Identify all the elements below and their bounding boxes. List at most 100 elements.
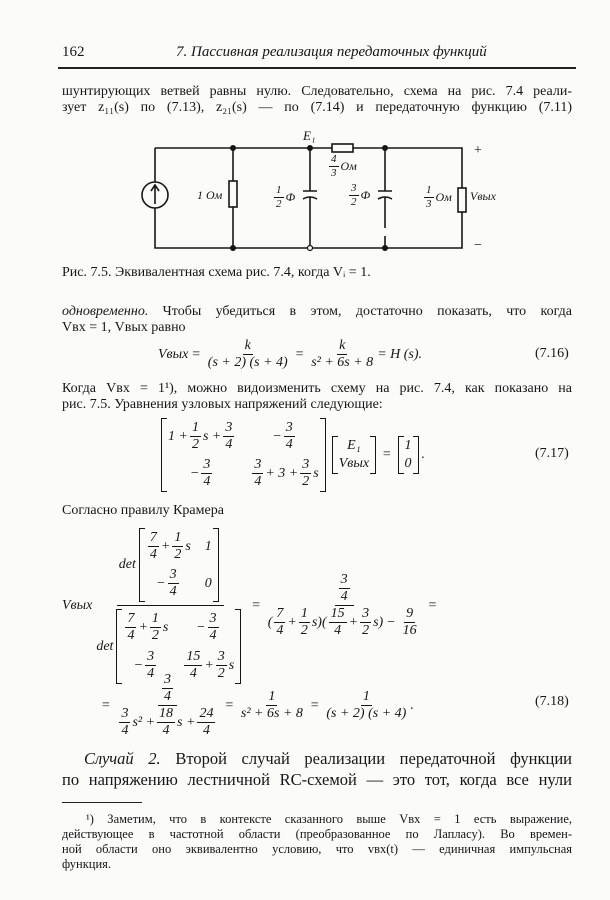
frac-den: 4 xyxy=(127,628,135,644)
shunt-resistor-label: 1 Ом xyxy=(197,188,223,202)
frac-den: 4 xyxy=(276,623,284,639)
paragraph2-line1: одновременно. Чтобы убедиться в этом, до… xyxy=(62,304,572,320)
op: = xyxy=(427,597,438,613)
t: 0 xyxy=(204,575,212,591)
frac-num: 3 xyxy=(145,649,157,666)
t: s xyxy=(228,657,235,673)
frac-den: 4 xyxy=(254,474,262,490)
op: = xyxy=(251,597,261,613)
circuit-nodes xyxy=(230,145,388,251)
equation-number: (7.17) xyxy=(535,446,569,461)
frac-num: 3 xyxy=(223,420,235,438)
frac-den: 4 xyxy=(169,584,177,600)
frac-den: 4 xyxy=(225,437,233,453)
paragraph1-line1: шунтирующих ветвей равны нулю. Следовате… xyxy=(62,84,572,99)
t: − xyxy=(189,466,200,481)
equation-number: (7.16) xyxy=(535,346,569,361)
t: 1 + xyxy=(168,428,188,444)
frac-den: s² + 6s + 8 xyxy=(240,706,303,722)
shunt-resistor xyxy=(228,180,238,208)
t: − xyxy=(272,428,282,444)
text: Чтобы убедиться в этом, достаточно показ… xyxy=(148,304,572,319)
t: + xyxy=(160,538,171,554)
frac-den: 4 xyxy=(203,474,211,490)
unit: Ф xyxy=(360,187,371,202)
unit: Ф xyxy=(285,189,296,204)
frac-num: 1 xyxy=(424,184,434,198)
frac-num: 3 xyxy=(119,706,131,724)
circuit-diagram xyxy=(141,143,467,252)
frac-den: 2 xyxy=(174,547,182,563)
frac-num: 1 xyxy=(298,606,310,624)
t: s + xyxy=(177,714,196,730)
frac-num: 15 xyxy=(184,649,203,666)
rhs: = H (s). xyxy=(377,346,423,362)
equation-number: (7.18) xyxy=(535,694,569,709)
frac-num: k xyxy=(242,338,253,356)
page-number: 162 xyxy=(62,44,85,60)
frac-num: 1 xyxy=(172,530,184,548)
t: 0 xyxy=(404,456,412,472)
frac-num: 1 xyxy=(266,689,278,707)
frac-num: 7 xyxy=(274,606,286,624)
t: s² + xyxy=(132,714,156,730)
frac-num: 1 xyxy=(149,611,161,629)
t: det xyxy=(118,557,136,573)
frac-num: 1 xyxy=(189,420,201,438)
t: ( xyxy=(267,614,273,630)
current-source-icon xyxy=(141,181,169,209)
frac-num: 1 xyxy=(274,184,284,198)
frac-num: 7 xyxy=(147,530,159,548)
t: det xyxy=(96,638,114,654)
text: Второй случай реализации передаточной фу… xyxy=(160,749,572,768)
frac-num: 3 xyxy=(349,182,359,196)
op: = xyxy=(382,447,392,463)
t: ( xyxy=(321,614,327,630)
italic-word: одновременно. xyxy=(62,304,149,319)
minus-terminal: − xyxy=(474,238,482,253)
t: − xyxy=(196,620,206,636)
frac-den: 3 xyxy=(426,197,432,210)
frac-num: k xyxy=(337,338,348,356)
capacitor-2 xyxy=(377,148,393,248)
figure-caption: Рис. 7.5. Эквивалентная схема рис. 7.4, … xyxy=(62,265,371,280)
case2-line2: по напряжению лестничной RC-схемой — это… xyxy=(62,770,572,789)
op: = xyxy=(309,697,320,713)
frac-den: (s + 2) (s + 4) xyxy=(207,355,288,371)
frac-den: 2 xyxy=(351,195,357,208)
t: + xyxy=(204,657,214,673)
footnote-line2: действующее в частотной области (преобра… xyxy=(62,827,572,841)
frac-num: 24 xyxy=(197,706,216,724)
frac-den: 2 xyxy=(362,623,370,639)
t: Vвых xyxy=(338,456,370,472)
frac-den: 4 xyxy=(340,589,348,605)
op: = xyxy=(191,346,201,362)
t: E₁ xyxy=(347,438,361,454)
frac-den: 3 xyxy=(331,166,337,179)
footnote-line4: функция. xyxy=(62,857,112,871)
op: = xyxy=(101,697,111,713)
t: s xyxy=(185,538,191,554)
frac-den: 4 xyxy=(121,723,129,739)
t: + 3 + xyxy=(265,466,299,481)
t: s xyxy=(313,466,319,481)
frac-num: 15 xyxy=(328,606,347,624)
t: 1 xyxy=(204,538,212,554)
op: = xyxy=(224,697,234,713)
footnote-rule xyxy=(62,802,142,803)
unknowns-vector: E₁ Vвых xyxy=(331,436,377,475)
node-label-e1: E₁ xyxy=(303,128,316,143)
paragraph1-line2: зует z₁₁(s) по (7.13), z₂₁(s) — по (7.14… xyxy=(62,100,572,115)
t: . xyxy=(421,447,426,463)
frac-den: 2 xyxy=(302,474,310,490)
op: = xyxy=(294,346,305,362)
